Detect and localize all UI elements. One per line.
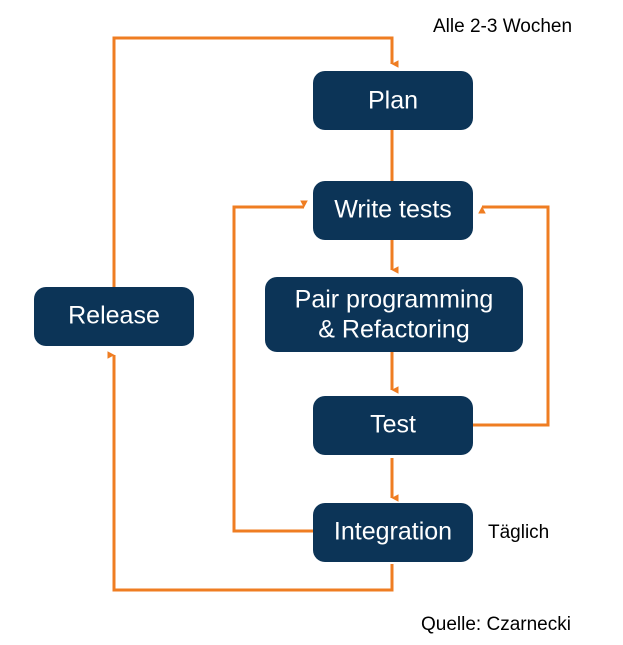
box-integration[interactable]: Integration bbox=[313, 503, 473, 562]
annotation-source: Quelle: Czarnecki bbox=[421, 614, 571, 635]
box-plan[interactable]: Plan bbox=[313, 71, 473, 130]
box-plan-label: Plan bbox=[368, 87, 418, 115]
box-test[interactable]: Test bbox=[313, 396, 473, 455]
connector-test-to-write-tests bbox=[473, 205, 550, 427]
box-test-shape bbox=[313, 396, 473, 455]
box-integration-shape bbox=[313, 503, 473, 562]
box-pair-programming-label-line1: Pair programming bbox=[295, 286, 494, 314]
connector-release-to-plan bbox=[112, 36, 399, 287]
box-pair-programming-shape bbox=[265, 277, 523, 352]
box-write-tests-label: Write tests bbox=[334, 196, 452, 224]
box-release-label: Release bbox=[68, 302, 160, 330]
box-pair-programming[interactable]: Pair programming & Refactoring bbox=[265, 277, 523, 352]
annotation-cycle-weeks: Alle 2-3 Wochen bbox=[433, 16, 572, 37]
annotation-cycle-daily: Täglich bbox=[488, 522, 549, 543]
connector-integration-to-write-tests bbox=[232, 200, 313, 533]
box-plan-shape bbox=[313, 71, 473, 130]
box-pair-programming-label-line2: & Refactoring bbox=[318, 316, 469, 344]
box-test-label: Test bbox=[370, 411, 416, 439]
box-write-tests[interactable]: Write tests bbox=[313, 181, 473, 240]
connector-integration-to-release bbox=[107, 351, 394, 592]
box-release[interactable]: Release bbox=[34, 287, 194, 346]
box-write-tests-shape bbox=[313, 181, 473, 240]
box-release-shape bbox=[34, 287, 194, 346]
box-integration-label: Integration bbox=[334, 518, 452, 546]
